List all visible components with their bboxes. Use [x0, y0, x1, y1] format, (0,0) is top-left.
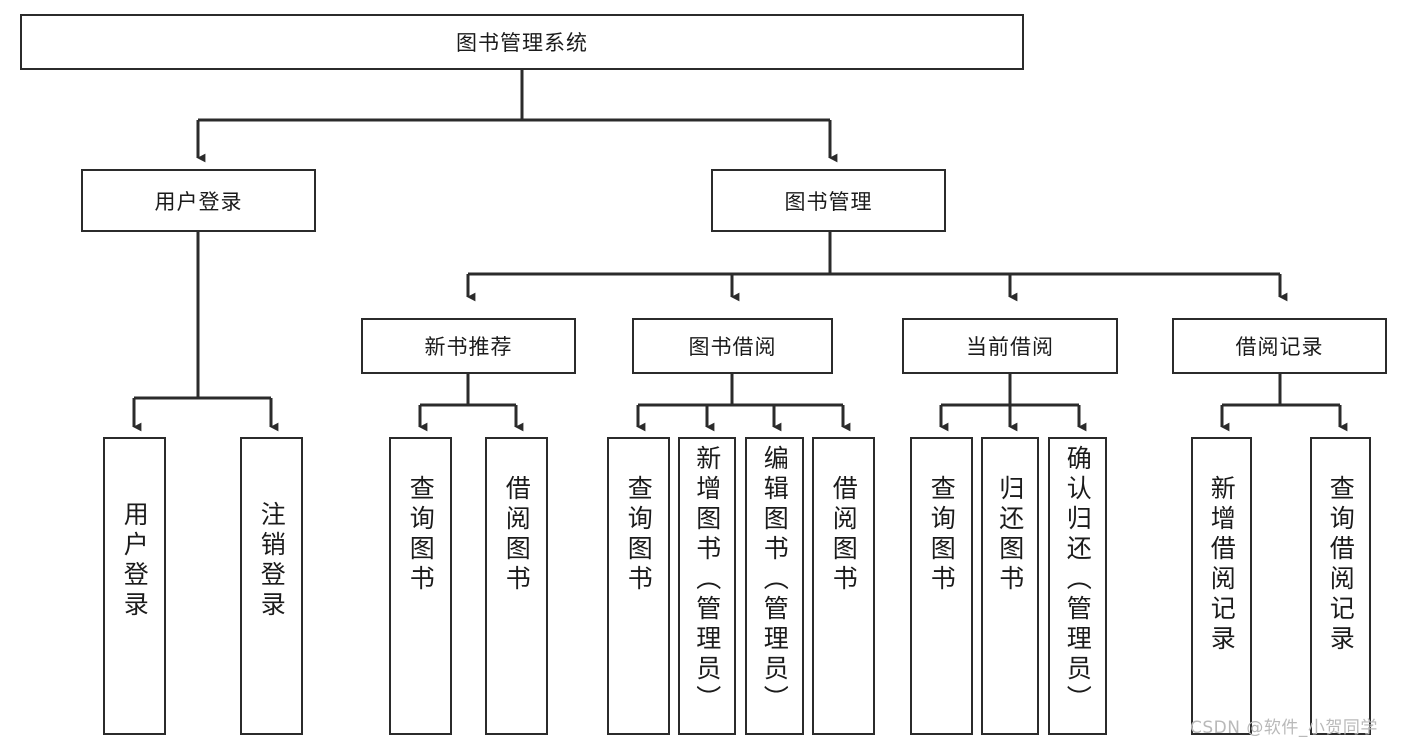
leaf-borrow-record-query-record[interactable]: 查询借阅记录 — [1310, 437, 1371, 735]
node-root[interactable]: 图书管理系统 — [20, 14, 1024, 70]
leaf-current-borrow-query-book[interactable]: 查询图书 — [910, 437, 973, 735]
node-current-borrow[interactable]: 当前借阅 — [902, 318, 1118, 374]
leaf-label: 新增图书（管理员） — [692, 445, 722, 715]
node-borrow-record[interactable]: 借阅记录 — [1172, 318, 1387, 374]
leaf-borrow-record-add-record[interactable]: 新增借阅记录 — [1191, 437, 1252, 735]
leaf-label: 查询图书 — [624, 475, 654, 595]
leaf-book-borrow-edit-book[interactable]: 编辑图书（管理员） — [745, 437, 804, 735]
leaf-book-borrow-add-book[interactable]: 新增图书（管理员） — [678, 437, 736, 735]
leaf-book-borrow-query-book[interactable]: 查询图书 — [607, 437, 670, 735]
leaf-label: 借阅图书 — [829, 475, 859, 595]
node-book-borrow-label: 图书借阅 — [688, 335, 777, 359]
leaf-current-borrow-return-book[interactable]: 归还图书 — [981, 437, 1039, 735]
leaf-label: 确认归还（管理员） — [1063, 445, 1093, 715]
leaf-user-login-logout[interactable]: 注销登录 — [240, 437, 303, 735]
leaf-label: 注销登录 — [257, 501, 287, 621]
node-root-label: 图书管理系统 — [456, 31, 588, 55]
node-user-login[interactable]: 用户登录 — [81, 169, 316, 232]
leaf-new-book-borrow-book[interactable]: 借阅图书 — [485, 437, 548, 735]
csdn-watermark: CSDN @软件_小贺同学 — [1190, 718, 1378, 738]
leaf-label: 借阅图书 — [502, 475, 532, 595]
node-book-management[interactable]: 图书管理 — [711, 169, 946, 232]
leaf-label: 编辑图书（管理员） — [760, 445, 790, 715]
leaf-book-borrow-borrow-book[interactable]: 借阅图书 — [812, 437, 875, 735]
node-current-borrow-label: 当前借阅 — [966, 335, 1054, 359]
leaf-new-book-query-book[interactable]: 查询图书 — [389, 437, 452, 735]
leaf-label: 查询图书 — [406, 475, 436, 595]
node-book-management-label: 图书管理 — [784, 189, 873, 214]
node-book-borrow[interactable]: 图书借阅 — [632, 318, 833, 374]
leaf-current-borrow-confirm-return[interactable]: 确认归还（管理员） — [1048, 437, 1107, 735]
node-new-book-recommend-label: 新书推荐 — [424, 335, 513, 359]
leaf-label: 查询图书 — [927, 475, 957, 595]
leaf-user-login-login[interactable]: 用户登录 — [103, 437, 166, 735]
leaf-label: 归还图书 — [995, 475, 1025, 595]
node-borrow-record-label: 借阅记录 — [1235, 335, 1324, 359]
node-new-book-recommend[interactable]: 新书推荐 — [361, 318, 576, 374]
leaf-label: 查询借阅记录 — [1326, 475, 1356, 655]
leaf-label: 新增借阅记录 — [1207, 475, 1237, 655]
leaf-label: 用户登录 — [120, 501, 150, 621]
node-user-login-label: 用户登录 — [154, 189, 243, 214]
